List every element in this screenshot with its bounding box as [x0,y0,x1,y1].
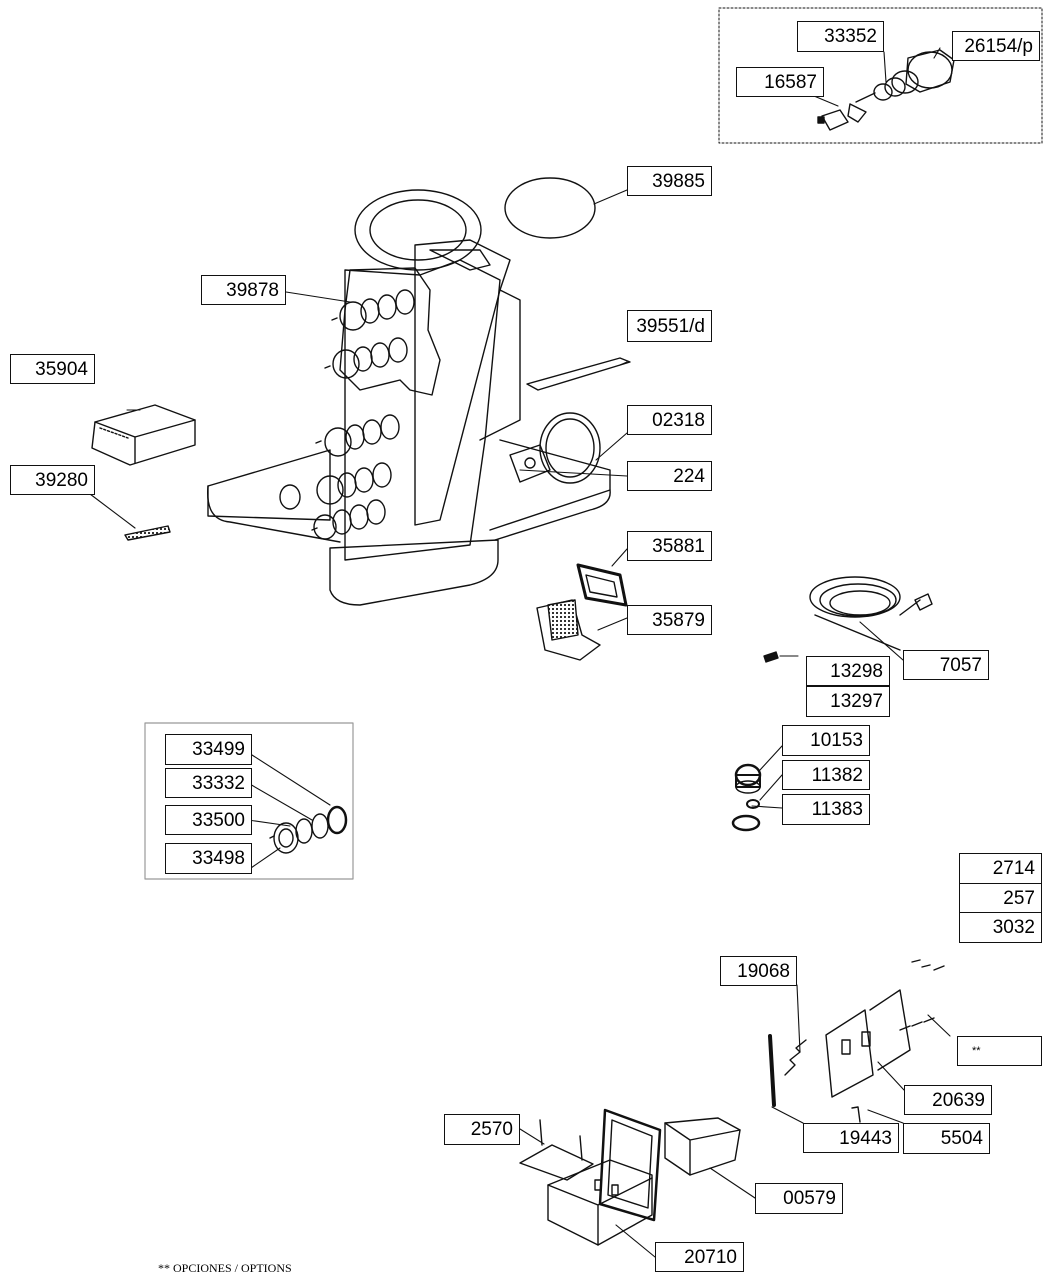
part-label-257: 257 [959,883,1042,913]
part-label-16587: 16587 [736,67,824,97]
cover-plate-drawing [526,357,631,391]
part-label-39551: 39551/d [627,310,712,342]
part-label-11382: 11382 [782,760,870,790]
cigarette-lighter-socket-drawing [817,49,955,131]
options-box: ** [957,1036,1042,1066]
part-label-33500: 33500 [165,805,252,835]
bracket-2570-drawing [519,1119,594,1181]
detail-box-rings [144,722,354,880]
spring-drawing [784,1039,807,1076]
part-label-19443: 19443 [803,1123,899,1153]
part-label-33499: 33499 [165,734,252,765]
pins-drawing [899,959,945,1031]
bracket-drawing [825,989,911,1098]
fan-assembly-drawing [509,412,601,484]
main-column-drawing [206,177,611,606]
part-label-7057: 7057 [903,650,989,680]
part-label-33332: 33332 [165,768,252,798]
part-label-10153: 10153 [782,725,870,756]
part-label-224: 224 [627,461,712,491]
part-label-35904: 35904 [10,354,95,384]
rod-drawing [768,1034,776,1107]
knob-and-nuts-drawing [731,763,762,832]
ring-set-drawing [269,805,348,854]
part-label-3032: 3032 [959,912,1042,943]
pin-5504-drawing [851,1106,861,1123]
part-label-13298: 13298 [806,656,890,686]
part-label-20710: 20710 [655,1242,744,1272]
clip-drawing [124,525,171,541]
part-label-2714: 2714 [959,853,1042,884]
leader-lines [89,47,951,1258]
part-label-00579: 00579 [755,1183,843,1214]
part-label-19068: 19068 [720,956,797,986]
cash-drawer-drawing [547,1108,741,1246]
part-label-13297: 13297 [806,686,890,717]
screw-drawing [763,651,779,663]
display-and-holder-drawing [536,563,628,661]
power-cable-drawing [809,576,933,651]
part-label-02318: 02318 [627,405,712,435]
options-footnote: ** OPCIONES / OPTIONS [158,1261,292,1275]
part-label-33498: 33498 [165,843,252,874]
part-label-39280: 39280 [10,465,95,495]
part-label-39878: 39878 [201,275,286,305]
part-label-33352: 33352 [797,21,884,52]
part-label-35881: 35881 [627,531,712,561]
part-label-39885: 39885 [627,166,712,196]
part-label-11383: 11383 [782,794,870,825]
part-label-26154: 26154/p [952,31,1040,61]
part-label-5504: 5504 [903,1123,990,1154]
part-label-20639: 20639 [904,1085,992,1115]
part-label-2570: 2570 [444,1114,520,1145]
control-box-drawing [91,404,196,466]
detail-box-top-right [718,7,1043,144]
part-label-35879: 35879 [627,605,712,635]
